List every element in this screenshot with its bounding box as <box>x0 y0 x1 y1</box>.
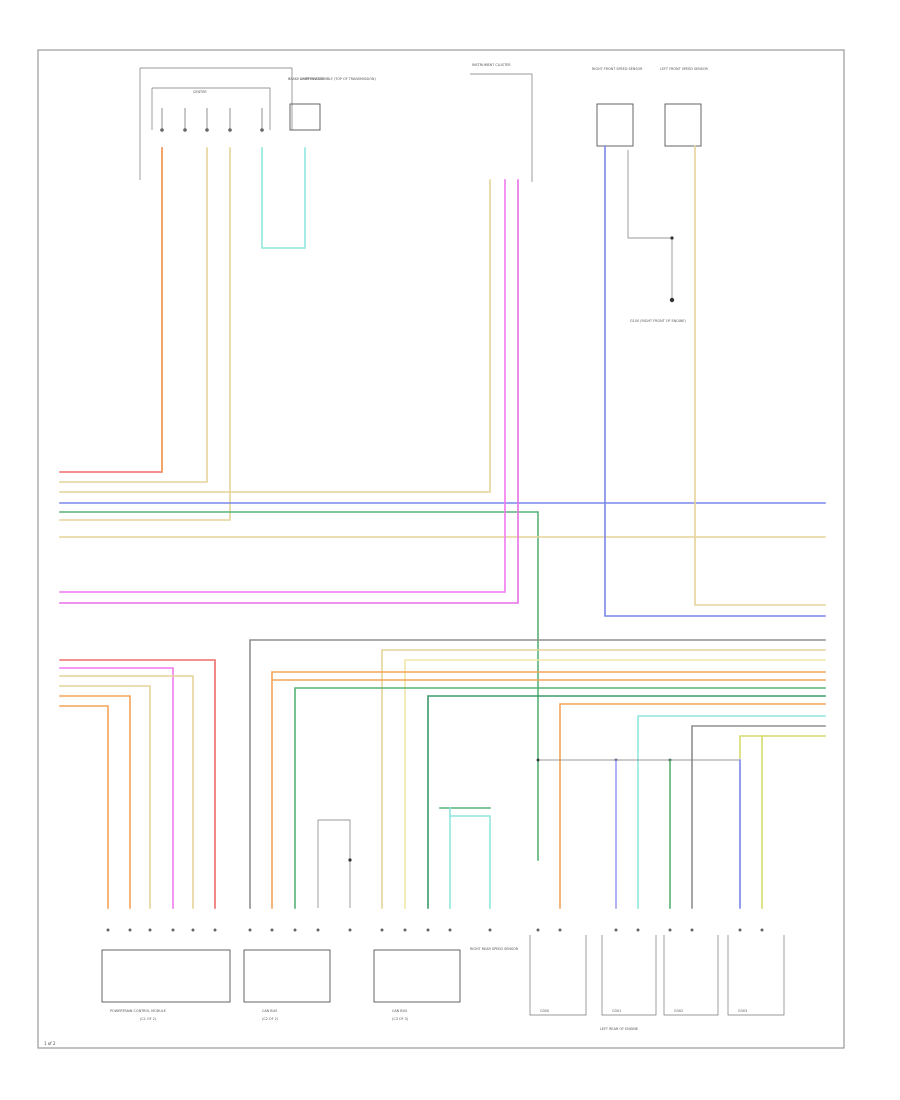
can-bus-module-b: CAN BUS (C3 OF 3) <box>373 949 461 1021</box>
pcm-sublabel: (C1 OF 2) <box>140 1017 157 1021</box>
lower-left-wires <box>59 659 216 909</box>
ground-g301-label: G301 <box>612 1009 621 1013</box>
can-bus-b-label: CAN BUS <box>392 1009 407 1013</box>
ground-g302-label: G302 <box>674 1009 683 1013</box>
left-front-speed-sensor: LEFT FRONT SPEED SENSOR <box>660 67 709 147</box>
left-front-speed-sensor-label: LEFT FRONT SPEED SENSOR <box>660 67 709 71</box>
rear-ground-group-label: LEFT REAR OF ENGINE <box>600 1027 638 1031</box>
pcm-label: POWERTRAIN CONTROL MODULE <box>110 1009 166 1013</box>
shifter-assembly-title: SHIFTER ASSEMBLY (TOP OF TRANSMISSION) <box>300 77 376 81</box>
diagram-frame <box>37 49 845 1049</box>
ground-g100: G100 (RIGHT FRONT OF ENGINE) <box>627 150 687 323</box>
brake-lamp-switch-label: BRAKE LAMP SWITCH <box>288 77 324 81</box>
rear-ground-groups: G300 G301 G302 G303 LEFT REAR OF ENGINE <box>529 935 785 1031</box>
ground-g100-label: G100 (RIGHT FRONT OF ENGINE) <box>630 319 687 323</box>
powertrain-control-module: POWERTRAIN CONTROL MODULE (C1 OF 2) <box>101 949 231 1021</box>
shifter-switch-label: CENTER <box>193 90 207 94</box>
brake-lamp-switch: BRAKE LAMP SWITCH <box>288 77 324 131</box>
shifter-assembly: CENTER SHIFTER ASSEMBLY (TOP OF TRANSMIS… <box>139 67 376 180</box>
can-bus-b-sublabel: (C3 OF 3) <box>392 1017 409 1021</box>
instrument-cluster-label: INSTRUMENT CLUSTER <box>472 63 511 67</box>
right-front-speed-sensor-label: RIGHT FRONT SPEED SENSOR <box>592 67 643 71</box>
can-bus-module-a: CAN BUS (C2 OF 2) <box>243 949 331 1021</box>
page-code: 1 of 2 <box>44 1041 56 1046</box>
lower-right-wires <box>249 639 826 909</box>
instrument-cluster: INSTRUMENT CLUSTER <box>470 63 533 182</box>
bottom-pin-row <box>106 928 764 932</box>
ground-g300-label: G300 <box>540 1009 549 1013</box>
upper-wires <box>59 145 826 861</box>
right-front-speed-sensor: RIGHT FRONT SPEED SENSOR <box>592 67 643 147</box>
can-bus-a-sublabel: (C2 OF 2) <box>262 1017 279 1021</box>
can-bus-a-label: CAN BUS <box>262 1009 277 1013</box>
right-rear-speed-sensor-label: RIGHT REAR SPEED SENSOR <box>470 947 519 951</box>
ground-g303-label: G303 <box>738 1009 747 1013</box>
